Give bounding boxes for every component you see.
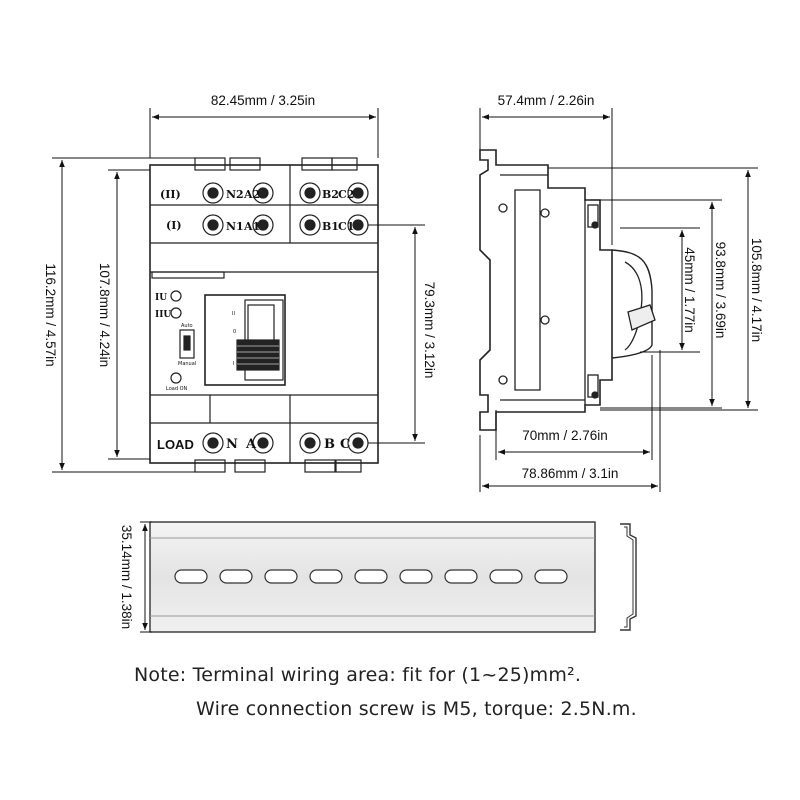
note-line-1: Note: Terminal wiring area: fit for (1~2… [134, 664, 582, 686]
load-terminal-n: N [226, 437, 238, 452]
switch-manual-label: Manual [178, 361, 196, 367]
load-terminal-c: C [340, 437, 350, 452]
indicator-iu-label: IU [155, 293, 167, 303]
terminal-screws-row1 [202, 214, 369, 236]
row2-terminal-c: C2 [338, 188, 354, 201]
front-height-outer-dim: 116.2mm / 4.57in [43, 263, 58, 366]
handle-mark-i: I [233, 361, 234, 367]
side-depth2-dim: 78.86mm / 3.1in [522, 466, 619, 481]
note-line-2: Wire connection screw is M5, torque: 2.5… [196, 698, 637, 720]
side-height3-dim: 105.8mm / 4.17in [749, 238, 764, 342]
rail-slots [174, 569, 568, 584]
terminal-screws-load [202, 432, 369, 454]
side-view [479, 149, 656, 431]
side-height2-dim: 93.8mm / 3.69in [713, 242, 728, 339]
side-width-dim: 57.4mm / 2.26in [498, 93, 595, 108]
row1-terminal-a: A1 [243, 220, 260, 233]
handle-mark-ii: II [232, 311, 235, 317]
terminal-spacing-dim: 79.3mm / 3.12in [422, 282, 437, 379]
row1-label: (I) [166, 219, 182, 232]
load-label: LOAD [157, 437, 194, 452]
row2-terminal-n: N2 [226, 188, 244, 201]
row1-terminal-b: B1 [322, 220, 339, 233]
terminal-screws-row2 [202, 182, 369, 204]
rail-height-dim: 35.14mm / 1.38in [119, 525, 134, 629]
load-on-label: Load ON [166, 386, 188, 392]
row1-terminal-c: C1 [338, 220, 354, 233]
front-height-inner-dim: 107.8mm / 4.24in [97, 263, 112, 367]
side-height1-dim: 45mm / 1.77in [682, 247, 697, 333]
row2-terminal-b: B2 [322, 188, 339, 201]
side-depth1-dim: 70mm / 2.76in [522, 428, 608, 443]
load-terminal-b: B [324, 437, 335, 452]
load-terminal-a: A [245, 437, 257, 452]
row2-terminal-a: A2 [243, 188, 260, 201]
din-rail [149, 521, 637, 633]
switch-auto-label: Auto [181, 323, 193, 329]
handle-mark-0: 0 [233, 329, 236, 335]
front-width-dim: 82.45mm / 3.25in [211, 93, 315, 108]
indicator-iiu-label: IIU [155, 310, 171, 320]
front-view [149, 157, 379, 473]
row1-terminal-n: N1 [226, 220, 244, 233]
row2-label: (II) [160, 188, 181, 201]
